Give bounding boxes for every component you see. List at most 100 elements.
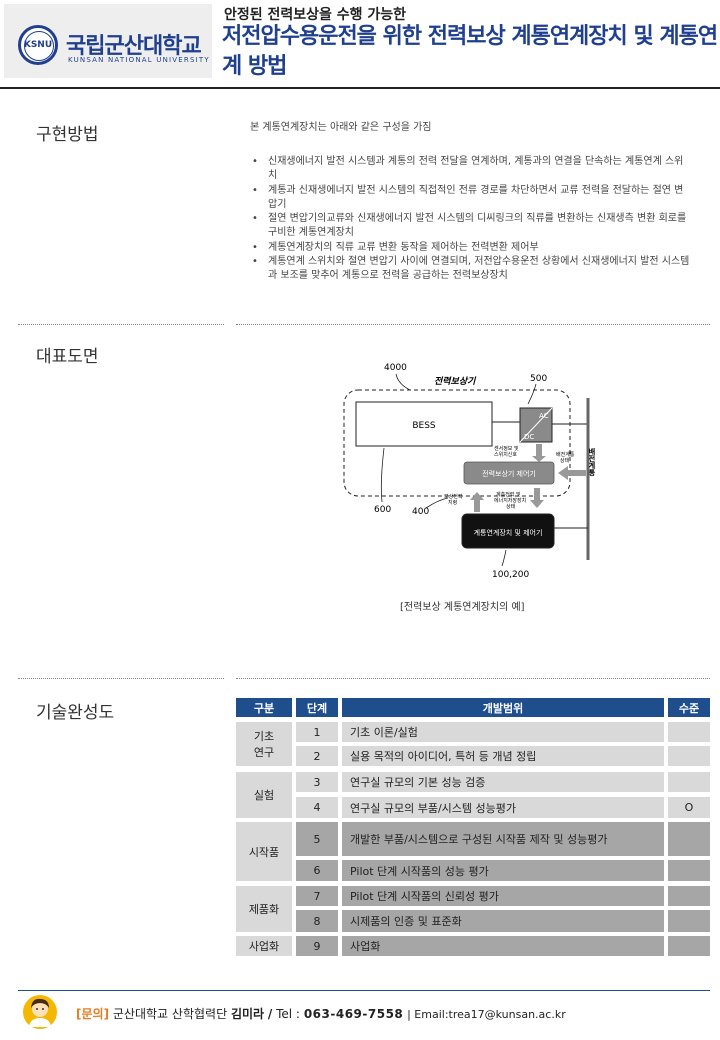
list-item: •신재생에너지 발전 시스템과 계통의 전력 전달을 연계하며, 계통과의 연결…	[252, 156, 684, 182]
leader-line	[527, 383, 537, 405]
step-cell: 3	[296, 772, 338, 792]
table-header-scope: 개발범위	[342, 698, 664, 717]
contact-separator: /	[267, 1007, 273, 1021]
contact-email[interactable]: | Email:trea17@kunsan.ac.kr	[407, 1008, 566, 1021]
sensor-info-label: 센서정보 및	[494, 445, 519, 452]
leader-line	[395, 373, 411, 391]
status-label-1: 계측전력 및	[496, 491, 521, 498]
section-label-drawing: 대표도면	[36, 347, 99, 367]
scope-cell: 사업화	[342, 936, 664, 956]
group-productization: 제품화	[236, 886, 292, 932]
bess-box	[355, 401, 493, 447]
step-cell: 9	[296, 936, 338, 956]
scope-cell: 실용 목적의 아이디어, 특허 등 개념 정립	[342, 746, 664, 766]
compensator-controller-box	[463, 461, 555, 485]
arrow-up-icon	[470, 492, 484, 512]
footer-divider	[18, 990, 710, 991]
scope-cell: 기초 이론/실험	[342, 722, 664, 742]
comp-power-label-1: 보상전력	[444, 493, 462, 500]
bullet-icon: •	[252, 156, 258, 167]
diagram-caption: [전력보상 계통연계장치의 예]	[400, 602, 525, 613]
grid-label: 배전계통	[588, 447, 596, 477]
section-divider	[236, 324, 710, 325]
converter-diagonal	[519, 407, 553, 443]
contact-phone: 063-469-7558	[303, 1007, 404, 1021]
ref-4000: 4000	[384, 363, 407, 373]
status-label-2: 에너지저장장치	[494, 497, 526, 504]
level-cell	[668, 936, 710, 956]
list-item: •절연 변압기의교류와 신재생에너지 발전 시스템의 디씨링크의 직류를 변환하…	[252, 213, 687, 239]
step-cell: 7	[296, 886, 338, 906]
list-item: •계통과 신재생에너지 발전 시스템의 직접적인 전류 경로를 차단하면서 교류…	[252, 184, 684, 210]
group-commercialization: 사업화	[236, 936, 292, 956]
bullet-icon: •	[252, 213, 258, 225]
ref-400: 400	[412, 507, 429, 517]
scope-cell: Pilot 단계 시작품의 성능 평가	[342, 860, 664, 881]
table-header-step: 단계	[296, 698, 338, 717]
inquiry-label: [문의]	[76, 1007, 110, 1021]
header-divider	[0, 87, 720, 89]
arrow-down-icon	[530, 488, 544, 508]
leader-line	[425, 497, 449, 509]
contact-avatar-icon	[23, 995, 57, 1029]
level-cell: O	[668, 797, 710, 818]
phone-label: Tel :	[276, 1007, 300, 1021]
section-divider	[236, 678, 710, 679]
leader-line	[380, 447, 385, 503]
implementation-bullet-list: •신재생에너지 발전 시스템과 계통의 전력 전달을 연계하며, 계통과의 연결…	[250, 155, 690, 284]
section-divider	[18, 324, 224, 325]
section-divider	[18, 678, 224, 679]
grid-tie-device-box	[461, 513, 555, 549]
page-header: KSNU 국립군산대학교 KUNSAN NATIONAL UNIVERSITY …	[0, 0, 720, 86]
grid-state-label-1: 배전계통	[556, 451, 575, 458]
level-cell	[668, 772, 710, 792]
step-cell: 5	[296, 822, 338, 856]
bullet-icon: •	[252, 184, 258, 196]
contact-info: [문의] 군산대학교 산학협력단 김미라 / Tel : 063-469-755…	[76, 1005, 566, 1022]
switch-signal-label: 스위치신호	[494, 451, 517, 458]
step-cell: 6	[296, 860, 338, 881]
level-cell	[668, 886, 710, 906]
contact-name: 김미라	[230, 1007, 265, 1021]
controller-label: 전력보상기 제어기	[482, 469, 536, 478]
scope-cell: Pilot 단계 시작품의 신뢰성 평가	[342, 886, 664, 906]
contact-organization: 군산대학교 산학협력단	[112, 1007, 228, 1021]
arrow-left-icon	[558, 466, 586, 480]
compensator-title: 전력보상기	[434, 376, 477, 387]
table-header-level: 수준	[668, 698, 710, 717]
level-cell	[668, 910, 710, 932]
arrow-down-icon	[532, 444, 546, 462]
comp-power-label-2: 지령	[448, 499, 457, 506]
compensator-boundary	[343, 389, 571, 497]
leader-line	[501, 549, 507, 567]
ref-500: 500	[530, 374, 547, 384]
logo-english-name: KUNSAN NATIONAL UNIVERSITY	[68, 56, 210, 64]
bullet-icon: •	[252, 256, 258, 268]
page-subtitle: 안정된 전력보상을 수행 가능한	[224, 7, 407, 23]
level-cell	[668, 722, 710, 742]
level-cell	[668, 822, 710, 856]
level-cell	[668, 860, 710, 881]
scope-cell: 개발한 부품/시스템으로 구성된 시작품 제작 및 성능평가	[342, 822, 664, 856]
scope-cell: 연구실 규모의 부품/시스템 성능평가	[342, 797, 664, 818]
university-logo: KSNU 국립군산대학교 KUNSAN NATIONAL UNIVERSITY	[4, 4, 212, 78]
scope-cell: 시제품의 인증 및 표준화	[342, 910, 664, 932]
page-title: 저전압수용운전을 위한 전력보상 계통연계장치 및 계통연계 방법	[222, 24, 718, 79]
table-header-category: 구분	[236, 698, 292, 717]
ac-label: AC	[539, 412, 549, 420]
group-basic-research: 기초 연구	[236, 722, 292, 766]
list-item: •계통연계 스위치와 절연 변압기 사이에 연결되며, 저전압수용운전 상황에서…	[252, 256, 690, 282]
section-label-implementation: 구현방법	[36, 125, 99, 145]
dc-label: DC	[524, 433, 534, 441]
group-prototype: 시작품	[236, 822, 292, 881]
ref-100-200: 100,200	[492, 570, 529, 580]
step-cell: 4	[296, 797, 338, 818]
step-cell: 8	[296, 910, 338, 932]
logo-korean-name: 국립군산대학교	[66, 34, 202, 59]
step-cell: 2	[296, 746, 338, 766]
representative-diagram: 4000 전력보상기 500 BESS AC DC 배전계통 센서정보 및 스위…	[343, 363, 596, 580]
grid-state-label-2: 상태	[560, 457, 570, 464]
implementation-intro: 본 계통연계장치는 아래와 같은 구성을 가짐	[250, 122, 432, 133]
section-label-maturity: 기술완성도	[36, 703, 115, 723]
level-cell	[668, 746, 710, 766]
